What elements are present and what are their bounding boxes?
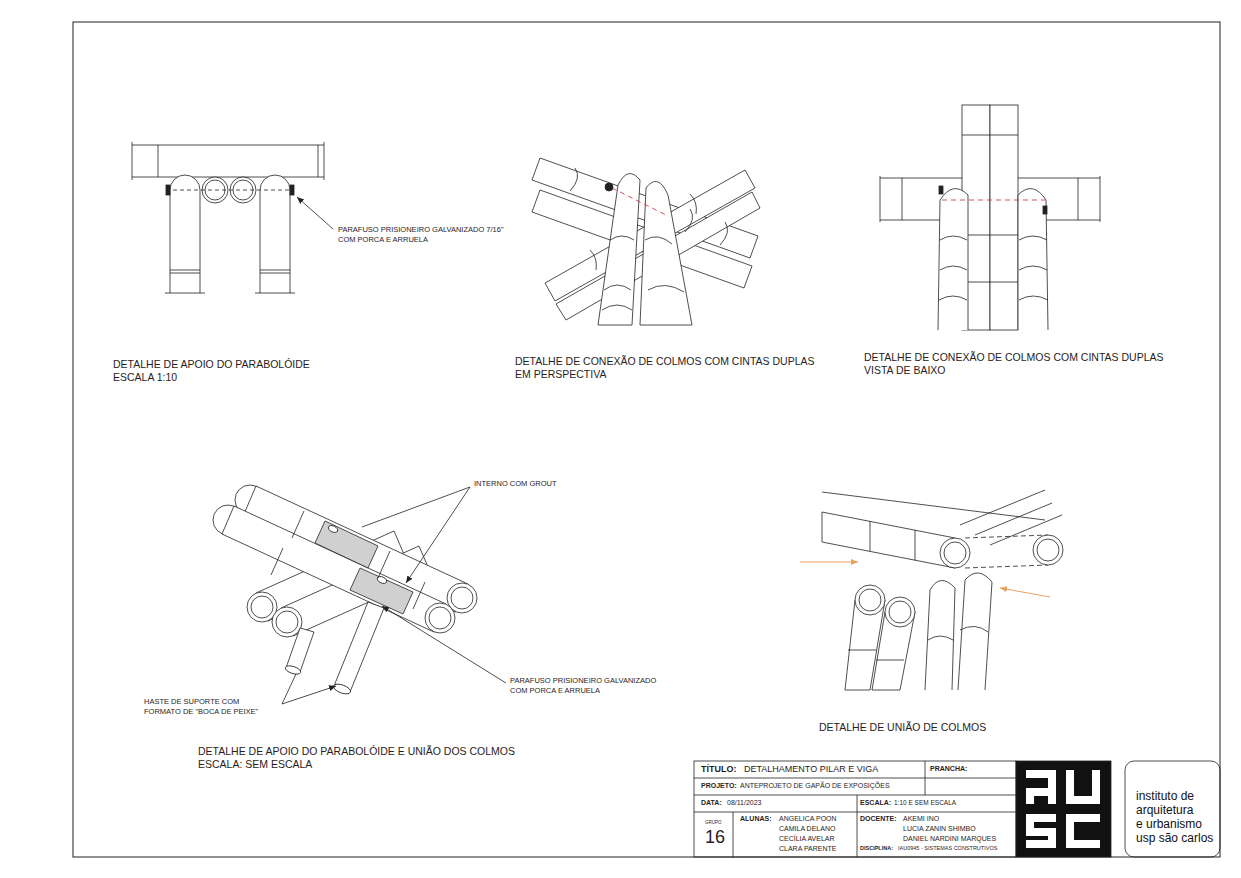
callout-text: PARAFUSO PRISIONEIRO GALVANIZADO 7/16" xyxy=(338,226,504,234)
title-block-text: ESCALA: xyxy=(860,799,891,806)
title-block-text: LUCIA ZANIN SHIMBO xyxy=(903,825,976,832)
bamboo-union-detail xyxy=(800,490,1063,690)
callout-text: HASTE DE SUPORTE COM xyxy=(144,698,239,706)
title-block-text: DETALHAMENTO PILAR E VIGA xyxy=(744,765,878,774)
title-block-text: 1:10 E SEM ESCALA xyxy=(894,800,956,807)
title-block-text: 16 xyxy=(705,828,725,846)
title-block-text: CAMILA DELANO xyxy=(779,825,835,832)
institution-name: arquitetura xyxy=(1136,804,1193,816)
title-block-text: GRUPO xyxy=(705,821,722,826)
detail-caption: ESCALA 1:10 xyxy=(113,372,177,383)
detail-caption: DETALHE DE UNIÃO DE COLMOS xyxy=(819,722,986,733)
title-block-text: DISCIPLINA: xyxy=(860,846,893,852)
title-block-text: ANTEPROJETO DE GAPÃO DE EXPOSIÇÕES xyxy=(740,782,890,789)
callout-text: COM PORCA E ARRUELA xyxy=(510,687,600,695)
callout-text: FORMATO DE "BOCA DE PEIXE" xyxy=(144,708,258,716)
title-block-text: CLARA PARENTE xyxy=(779,845,836,852)
title-block-text: PROJETO: xyxy=(701,782,737,789)
detail-caption: VISTA DE BAIXO xyxy=(864,365,946,376)
title-block-text: DOCENTE: xyxy=(860,815,897,822)
detail-caption: EM PERSPECTIVA xyxy=(515,369,606,380)
title-block-text: ALUNAS: xyxy=(740,815,772,822)
title-block-text: DANIEL NARDINI MARQUES xyxy=(903,835,996,842)
perspective-connection xyxy=(532,158,760,325)
title-block-text: TÍTULO: xyxy=(701,765,737,774)
institution-name: e urbanismo xyxy=(1136,818,1202,830)
detail-caption: ESCALA: SEM ESCALA xyxy=(198,759,312,770)
support-detail xyxy=(132,142,333,293)
title-block-text: IAU0945 - SISTEMAS CONSTRUTIVOS xyxy=(898,846,997,852)
bottom-view-connection xyxy=(880,105,1100,330)
title-block-text: CECÍLIA AVELAR xyxy=(779,835,835,842)
callout-text: COM PORCA E ARRUELA xyxy=(338,236,428,244)
title-block-text: PRANCHA: xyxy=(930,765,967,772)
support-union-detail xyxy=(213,485,506,704)
detail-caption: DETALHE DE APOIO DO PARABOLÓIDE xyxy=(113,359,310,370)
logo-mark xyxy=(1026,770,1100,848)
title-block xyxy=(694,761,1220,857)
title-block-text: DATA: xyxy=(701,799,722,806)
detail-caption: DETALHE DE CONEXÃO DE COLMOS COM CINTAS … xyxy=(515,356,815,367)
callout-text: INTERNO COM GROUT xyxy=(474,480,557,488)
institution-name: usp são carlos xyxy=(1136,832,1213,844)
detail-caption: DETALHE DE APOIO DO PARABOLÓIDE E UNIÃO … xyxy=(198,746,515,757)
title-block-text: ANGELICA POON xyxy=(779,815,837,822)
title-block-text: AKEMI INO xyxy=(903,815,939,822)
sheet-border xyxy=(73,22,1220,857)
title-block-text: 08/11/2023 xyxy=(727,799,762,806)
detail-caption: DETALHE DE CONEXÃO DE COLMOS COM CINTAS … xyxy=(864,352,1164,363)
institution-name: instituto de xyxy=(1136,790,1194,802)
callout-text: PARAFUSO PRISIONEIRO GALVANIZADO xyxy=(510,677,656,685)
